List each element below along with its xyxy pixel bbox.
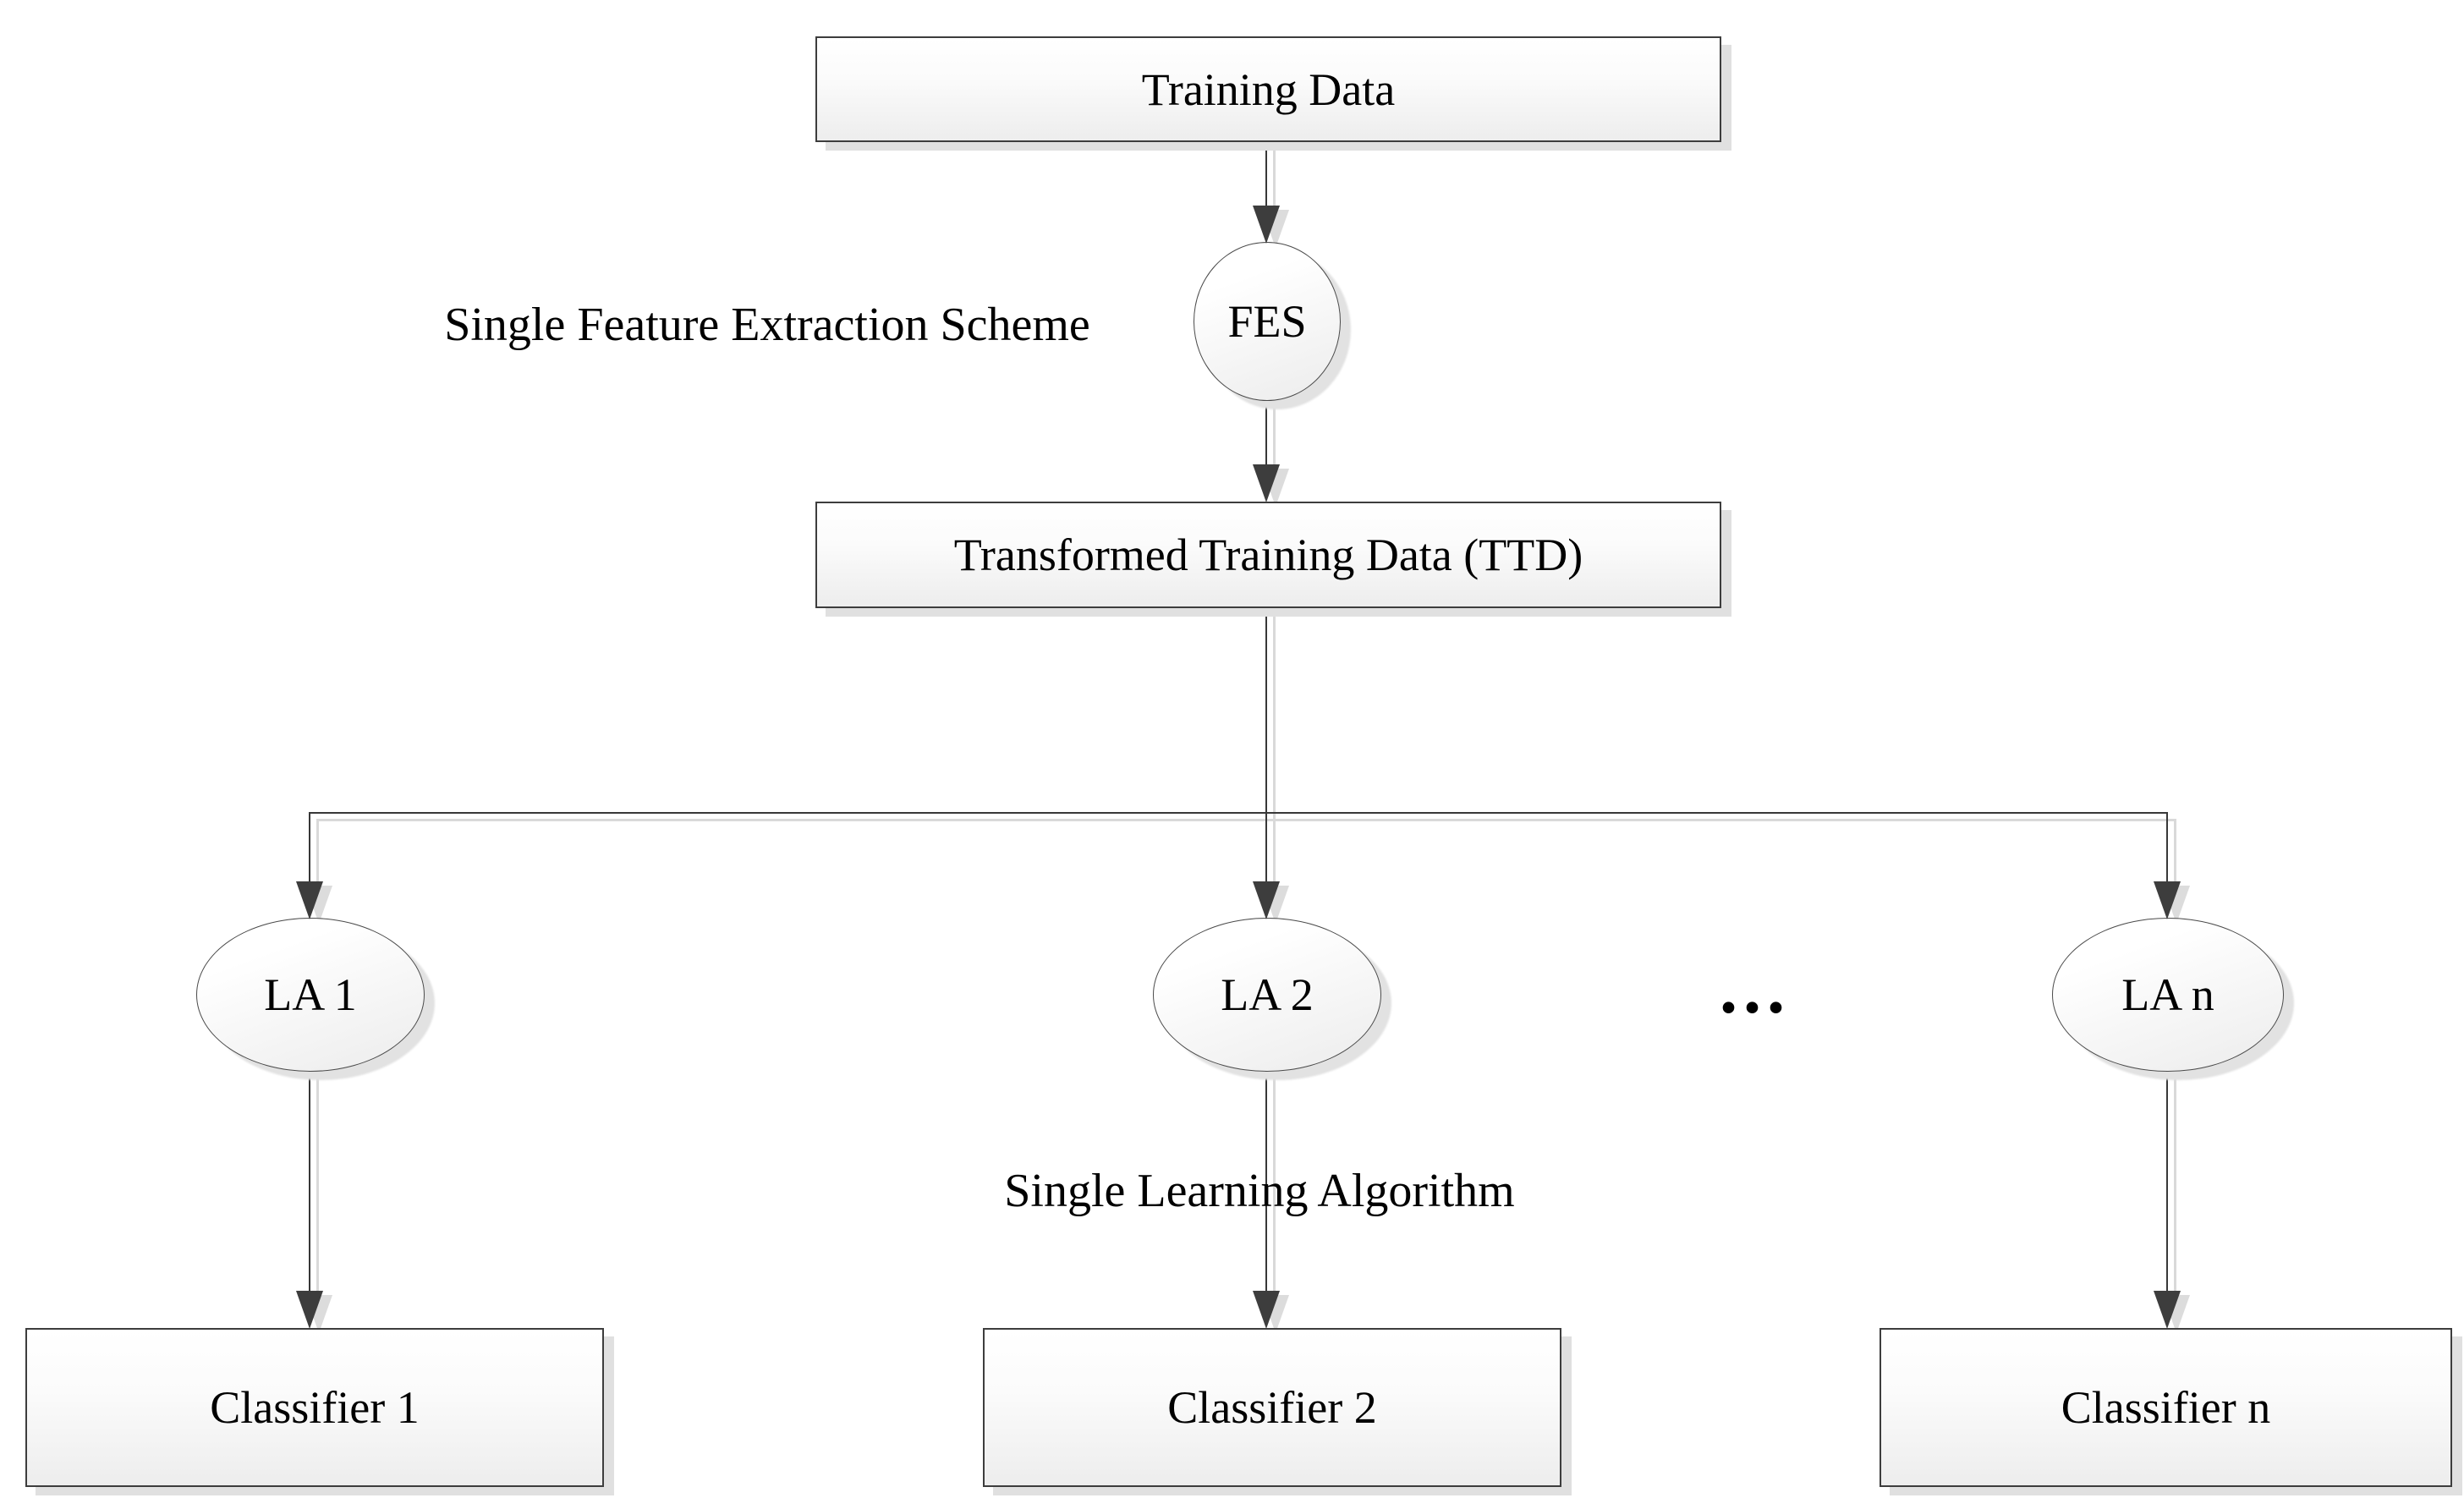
arrowhead-down-icon (296, 881, 323, 919)
node-lan: LA n (2052, 918, 2284, 1072)
edge-fes-ttd-shadow (1273, 406, 1276, 467)
node-la2: LA 2 (1153, 918, 1381, 1072)
edge-trainingdata-fes-line (1265, 139, 1267, 206)
branch-line (310, 812, 2167, 814)
annotation-single-learning-algorithm: Single Learning Algorithm (1004, 1165, 1515, 1217)
node-ttd-label: Transformed Training Data (TTD) (953, 530, 1583, 580)
node-ttd: Transformed Training Data (TTD) (815, 502, 1721, 608)
node-classifier2: Classifier 2 (983, 1328, 1561, 1487)
edge-fes-ttd-line (1265, 399, 1267, 464)
node-lan-label: LA n (2121, 969, 2214, 1020)
edge-ttd-la2-line (1265, 605, 1267, 881)
edge-branch-lan-line (2166, 812, 2168, 881)
edge-la1-classifier1-line (309, 1070, 310, 1291)
node-classifier1: Classifier 1 (25, 1328, 604, 1487)
edge-branch-la1-line (309, 812, 310, 881)
node-training-data: Training Data (815, 36, 1721, 142)
arrowhead-down-icon (296, 1291, 323, 1329)
node-la1-label: LA 1 (264, 969, 357, 1020)
annotation-feature-extraction-scheme: Single Feature Extraction Scheme (444, 299, 1090, 351)
node-classifiern: Classifier n (1880, 1328, 2452, 1487)
arrowhead-down-icon (1253, 881, 1280, 919)
edge-trainingdata-fes-shadow (1273, 145, 1276, 207)
node-training-data-label: Training Data (1141, 63, 1396, 115)
node-fes: FES (1194, 242, 1341, 401)
node-la2-label: LA 2 (1221, 969, 1314, 1020)
edge-ttd-la2-shadow (1273, 612, 1276, 881)
branch-line-shadow (316, 819, 2174, 821)
node-la1: LA 1 (196, 918, 425, 1072)
arrowhead-down-icon (2154, 1291, 2181, 1329)
arrowhead-down-icon (1253, 1291, 1280, 1329)
node-fes-label: FES (1227, 296, 1307, 347)
ellipsis-dots: ... (1720, 950, 1791, 1029)
arrowhead-down-icon (2154, 881, 2181, 919)
arrowhead-down-icon (1253, 464, 1280, 502)
node-classifier1-label: Classifier 1 (210, 1382, 420, 1433)
arrowhead-down-icon (1253, 206, 1280, 244)
node-classifiern-label: Classifier n (2061, 1382, 2271, 1433)
edge-la2-classifier2-line (1265, 1070, 1267, 1291)
edge-branch-la1-shadow (316, 819, 319, 881)
edge-la1-classifier1-shadow (316, 1077, 319, 1293)
edge-la2-classifier2-shadow (1273, 1077, 1276, 1293)
edge-lan-classifiern-line (2166, 1070, 2168, 1291)
edge-branch-lan-shadow (2174, 819, 2176, 881)
node-classifier2-label: Classifier 2 (1167, 1382, 1377, 1433)
edge-lan-classifiern-shadow (2174, 1077, 2176, 1293)
